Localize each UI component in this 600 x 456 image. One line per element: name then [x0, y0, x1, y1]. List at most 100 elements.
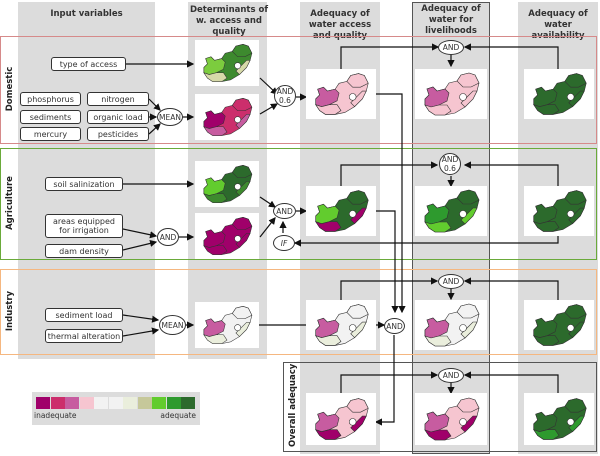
map-region-northeast [346, 190, 369, 205]
legend-swatch [79, 397, 94, 409]
map-region-south [203, 334, 228, 344]
map-region-east [460, 207, 478, 225]
map-region-south [315, 221, 342, 232]
map-region-east [235, 60, 251, 75]
map-agriculture-determinant-salinization [195, 161, 259, 207]
operator-agriculture-input-and: AND [157, 228, 179, 246]
south-africa-map [533, 398, 587, 440]
map-region-northeast [564, 304, 587, 319]
map-region-northeast [231, 44, 253, 58]
legend-swatch [50, 397, 65, 409]
operator-label: IF [280, 238, 288, 248]
map-region-south [203, 245, 228, 255]
map-region-northeast [231, 306, 253, 320]
operator-label: AND [276, 87, 294, 96]
map-region-south [424, 221, 452, 233]
map-region-northeast [456, 72, 480, 88]
operator-label: MEAN [161, 320, 184, 330]
south-africa-map [203, 306, 253, 344]
map-lesotho-hole [348, 210, 357, 218]
operator-industry-and: AND [384, 318, 405, 334]
map-industry-availability [524, 300, 594, 350]
row-industry [0, 269, 597, 355]
map-domestic-availability [524, 69, 594, 119]
map-region-east [568, 415, 585, 433]
map-region-northeast [346, 304, 369, 319]
map-region-east [235, 114, 251, 129]
map-lesotho-hole [459, 418, 467, 426]
south-africa-map [315, 304, 369, 346]
map-domestic-determinant-access [195, 40, 259, 86]
map-agriculture-availability [524, 186, 594, 236]
input-sediments: sediments [20, 110, 81, 124]
map-lesotho-hole [348, 418, 357, 426]
operator-label: AND [442, 371, 460, 380]
map-lesotho-hole [234, 116, 242, 124]
map-region-east [460, 90, 478, 108]
south-africa-map [533, 304, 587, 346]
operator-label: AND [442, 43, 460, 52]
input-dam-density: dam density [45, 244, 123, 258]
map-region-east [460, 321, 478, 339]
map-lesotho-hole [566, 93, 575, 101]
operator-label: MEAN [159, 112, 181, 122]
map-region-south [424, 429, 452, 441]
map-overall-livelihoods [415, 393, 487, 445]
map-region-east [460, 415, 478, 433]
south-africa-map [315, 190, 369, 232]
operator-domestic-mean: MEAN [157, 108, 183, 126]
map-region-east [350, 321, 367, 339]
south-africa-map [424, 72, 480, 116]
input-thermal-alteration: thermal alteration [45, 329, 123, 343]
map-region-east [568, 207, 585, 225]
map-region-east [235, 322, 251, 337]
south-africa-map [315, 398, 369, 440]
map-overall-availability [524, 393, 594, 445]
map-region-northeast [456, 303, 480, 319]
map-lesotho-hole [234, 62, 242, 70]
map-region-south [533, 335, 560, 346]
header-input-variables: Input variables [50, 9, 123, 19]
map-region-south [424, 104, 452, 116]
south-africa-map [533, 190, 587, 232]
map-lesotho-hole [566, 324, 575, 332]
map-region-northeast [564, 398, 587, 413]
input-pesticides: pesticides [87, 127, 149, 141]
south-africa-map [424, 189, 480, 233]
south-africa-map [424, 303, 480, 347]
map-region-east [350, 207, 367, 225]
south-africa-map [203, 165, 253, 203]
header-determinants: Determinants of w. access and quality [189, 5, 269, 37]
input-nitrogen: nitrogen [87, 92, 149, 106]
map-region-northeast [346, 73, 369, 88]
map-lesotho-hole [348, 93, 357, 101]
map-industry-determinant [195, 302, 259, 348]
map-region-south [203, 193, 228, 203]
map-region-east [235, 181, 251, 196]
input-phosphorus: phosphorus [20, 92, 81, 106]
map-lesotho-hole [348, 324, 357, 332]
row-agriculture [0, 148, 597, 260]
south-africa-map [203, 217, 253, 255]
map-region-east [235, 233, 251, 248]
south-africa-map [424, 397, 480, 441]
map-industry-adequacy-access [306, 300, 376, 350]
map-industry-livelihoods [415, 300, 487, 350]
map-region-east [568, 90, 585, 108]
operator-agriculture-if: IF [273, 235, 295, 251]
map-region-northeast [231, 98, 253, 112]
map-domestic-determinant-quality [195, 94, 259, 140]
map-region-east [350, 415, 367, 433]
legend-swatch [94, 397, 108, 409]
legend-label-inadequate: inadequate [34, 411, 77, 420]
operator-label: AND [159, 232, 177, 242]
map-lesotho-hole [234, 324, 242, 332]
map-agriculture-determinant-irrigation [195, 213, 259, 259]
legend-swatch [65, 397, 79, 409]
legend-swatch [181, 397, 195, 409]
south-africa-map [203, 44, 253, 82]
input-mercury: mercury [20, 127, 81, 141]
map-region-south [424, 335, 452, 347]
operator-industry-livelihood-and: AND [438, 274, 464, 289]
